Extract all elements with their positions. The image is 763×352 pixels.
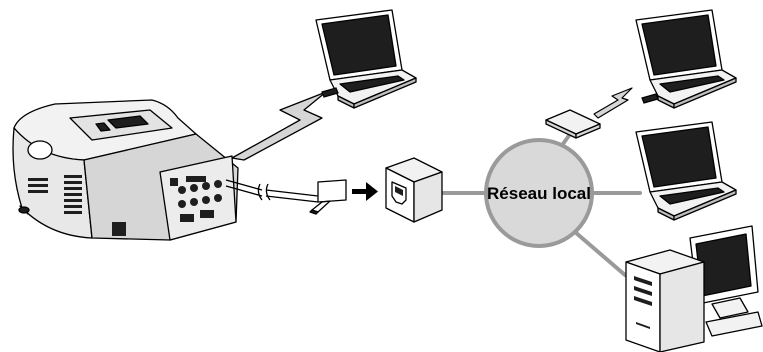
network-port-box-icon xyxy=(385,157,443,223)
projector-front-vents xyxy=(28,175,82,214)
projector-connector-ports xyxy=(170,176,222,222)
desktop-keyboard xyxy=(705,311,763,337)
lan-cable-connector-icon xyxy=(309,179,347,215)
laptop-icon xyxy=(635,9,737,109)
arrow-icon xyxy=(352,182,378,201)
access-point-wireless-signal-icon xyxy=(593,87,633,119)
lan-label: Réseau local xyxy=(487,184,591,203)
lan-hub: Réseau local xyxy=(484,138,594,248)
usb-wireless-adapter-icon xyxy=(321,87,339,98)
lan-cable xyxy=(225,179,319,203)
laptop-icon xyxy=(635,121,737,221)
line-lan-to-desktop xyxy=(573,230,627,277)
desktop-computer-icon xyxy=(625,225,763,352)
usb-wireless-adapter-icon xyxy=(641,93,659,104)
lan-hub-circle xyxy=(484,138,594,248)
projector-icon xyxy=(12,99,239,241)
wireless-signal-icon xyxy=(231,91,327,161)
access-point-icon xyxy=(545,109,601,139)
laptop-icon xyxy=(315,9,417,109)
